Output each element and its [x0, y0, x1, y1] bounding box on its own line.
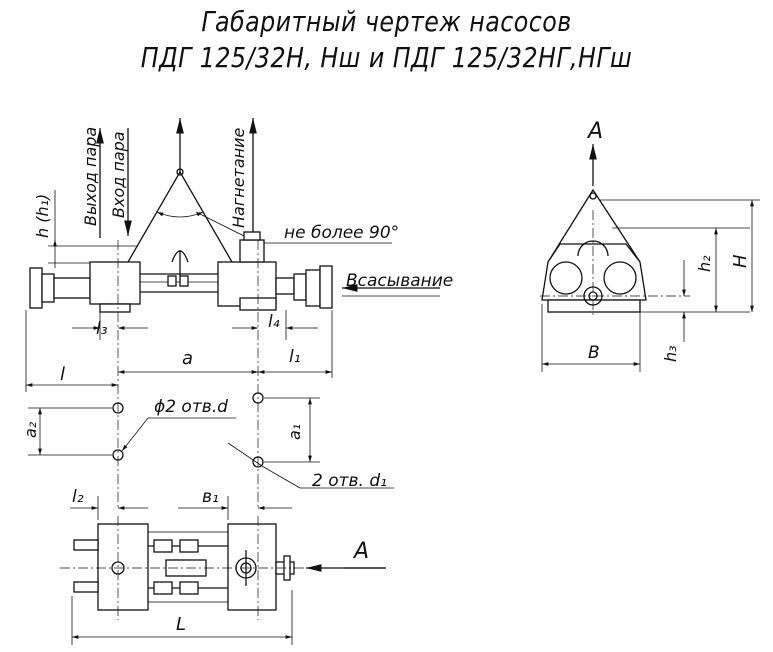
hole-layout [28, 392, 394, 520]
dim-H: H [730, 254, 751, 268]
label-h: h (h₁) [33, 194, 52, 238]
label-steam-outlet: Выход пара [81, 127, 100, 226]
side-view-a [540, 144, 760, 372]
dim-l1: l₁ [289, 347, 301, 367]
dim-l2: l₂ [72, 487, 84, 507]
dim-l: l [60, 364, 65, 385]
dim-a2: a₂ [21, 421, 40, 438]
dim-h3: h₃ [661, 345, 680, 362]
dim-L: L [176, 614, 186, 635]
dim-a: a [182, 348, 193, 369]
dim-a1: a₁ [285, 424, 304, 440]
label-view-a-plan: A [352, 539, 369, 564]
dim-B: B [588, 343, 600, 363]
plan-view [60, 516, 386, 645]
drawing-title: Габаритный чертеж насосов ПДГ 125/32Н, Н… [0, 4, 773, 76]
label-discharge: Нагнетание [229, 127, 248, 228]
label-max-angle: не более 90° [284, 223, 399, 243]
dim-l3: l₃ [96, 319, 108, 339]
label-holes-d1: 2 отв. d₁ [312, 471, 387, 491]
label-view-a-side: A [586, 119, 603, 144]
label-steam-inlet: Вход пара [109, 131, 128, 218]
label-suction: Всасывание [346, 271, 453, 291]
dim-h2: h₂ [695, 255, 714, 272]
dim-l4: l₄ [268, 312, 280, 332]
front-view [25, 118, 440, 510]
label-holes-d: ϕ2 отв.d [154, 397, 228, 417]
title-line-2: ПДГ 125/32Н, Нш и ПДГ 125/32НГ,НГш [140, 41, 633, 74]
dim-b1: в₁ [202, 487, 219, 507]
title-line-1: Габаритный чертеж насосов [201, 5, 572, 38]
